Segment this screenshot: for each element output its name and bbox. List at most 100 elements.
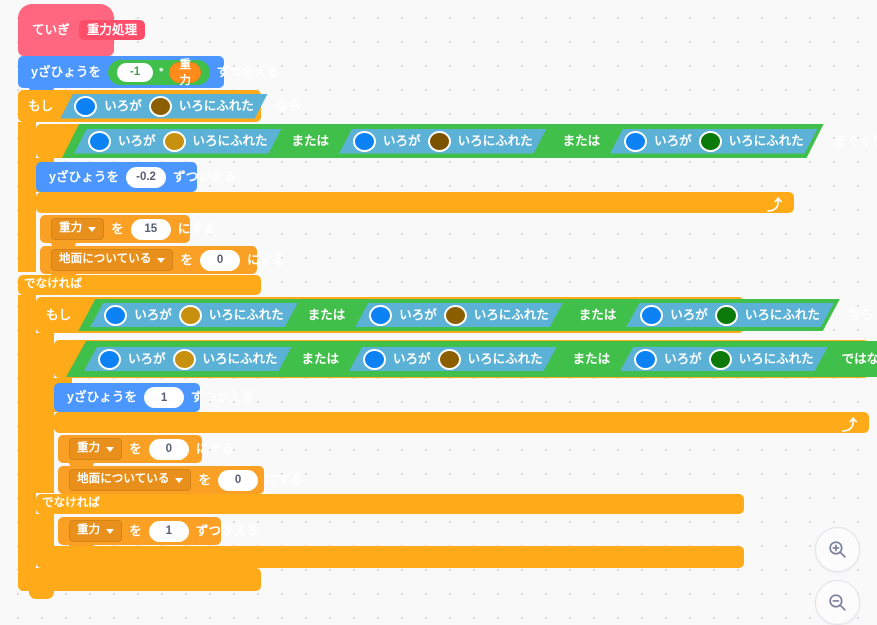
repeat-until-2-footer[interactable]: ⤴ (54, 412, 869, 434)
set-ground-0-block-a[interactable]: 地面についている を 0 にする (40, 246, 285, 280)
define-hat-block[interactable]: ていぎ 重力処理 (18, 4, 146, 63)
change-suffix-label: ずつかえる (195, 523, 259, 538)
if-inner-keyword-label: もし (46, 307, 72, 322)
set-suffix-label: にする (247, 252, 286, 267)
ground-variable-dropdown[interactable]: 地面についている (69, 469, 192, 491)
if-outer-footer[interactable] (18, 568, 261, 591)
color-swatch-green-icon[interactable] (699, 131, 722, 152)
if-inner-header[interactable]: もし いろが いろにふれた または いろが いろにふれた または (36, 297, 873, 333)
or-label-1: または (291, 133, 330, 148)
or-label-2: または (572, 351, 611, 366)
condition-tail-label: いろにふれた (178, 98, 254, 113)
set-gravity-15-block[interactable]: 重力 を 15 にする (40, 215, 216, 249)
color-swatch-brown-icon[interactable] (444, 305, 467, 326)
color-swatch-blue-icon[interactable] (88, 131, 111, 152)
if-inner-else-bar[interactable]: でなければ (36, 494, 744, 514)
repeat-2-term-1-touching-color[interactable]: いろが いろにふれた (84, 347, 292, 371)
set-ground-value-input[interactable]: 0 (218, 469, 259, 491)
if-inner-or-condition-outer[interactable]: いろが いろにふれた または いろが いろにふれた または いろが いろにふれた (78, 299, 840, 331)
dropdown-label: 重力 (59, 222, 83, 235)
chevron-down-icon[interactable] (175, 477, 184, 483)
multiply-operator-block[interactable]: -1 * 重力 (108, 59, 210, 87)
color-swatch-blue-icon[interactable] (98, 349, 121, 370)
color-swatch-brown-icon[interactable] (428, 131, 451, 152)
or-label-1: または (307, 307, 346, 322)
term-tail-label: いろにふれた (473, 307, 549, 322)
change-y-value-input[interactable]: 1 (144, 387, 185, 408)
color-swatch-blue-icon[interactable] (363, 349, 386, 370)
repeat-1-term-3-touching-color[interactable]: いろが いろにふれた (610, 129, 818, 154)
repeat-2-term-2-touching-color[interactable]: いろが いろにふれた (349, 347, 557, 371)
if-inner-term-1-touching-color[interactable]: いろが いろにふれた (90, 303, 298, 327)
dropdown-label: 地面についている (77, 473, 170, 486)
term-mid-label: いろが (664, 351, 702, 366)
if-outer-condition-touching-color[interactable]: いろが いろにふれた (60, 94, 268, 119)
repeat-2-or-condition-outer[interactable]: いろが いろにふれた または いろが いろにふれた または いろが (72, 343, 834, 375)
term-mid-label: いろが (134, 307, 172, 322)
term-mid-label: いろが (654, 133, 692, 148)
color-swatch-blue-icon[interactable] (353, 131, 376, 152)
repeat-1-or-condition-inner[interactable]: いろが いろにふれた または いろが いろにふれた (68, 126, 553, 156)
gravity-variable-dropdown[interactable]: 重力 (51, 218, 105, 240)
color-swatch-blue-icon[interactable] (104, 305, 127, 326)
ground-variable-dropdown[interactable]: 地面についている (51, 249, 174, 271)
repeat-1-or-condition-outer[interactable]: いろが いろにふれた または いろが いろにふれた または いろが いろにふれた (62, 124, 824, 158)
color-swatch-blue-icon[interactable] (640, 305, 663, 326)
gravity-variable-dropdown[interactable]: 重力 (69, 438, 123, 460)
chevron-down-icon[interactable] (88, 226, 97, 232)
if-inner-or-condition-inner[interactable]: いろが いろにふれた または いろが いろにふれた (84, 301, 569, 329)
set-gravity-value-input[interactable]: 15 (130, 218, 171, 240)
chevron-down-icon[interactable] (106, 528, 115, 534)
color-swatch-blue-icon[interactable] (624, 131, 647, 152)
change-gravity-value-input[interactable]: 1 (148, 520, 189, 542)
define-procedure-name[interactable]: 重力処理 (78, 19, 146, 41)
change-y-by-block-inner-1[interactable]: yざひょうを -0.2 ずつかえる (36, 162, 236, 198)
color-swatch-blue-icon[interactable] (634, 349, 657, 370)
term-tail-label: いろにふれた (728, 133, 804, 148)
change-gravity-by-1-block[interactable]: 重力 を 1 ずつかえる (58, 517, 258, 551)
color-swatch-gold-icon[interactable] (173, 349, 196, 370)
set-suffix-label: にする (177, 221, 216, 236)
color-swatch-green-icon[interactable] (709, 349, 732, 370)
change-y-by-block[interactable]: yざひょうを -1 * 重力 ずつかえる (18, 56, 279, 94)
zoom-in-icon (829, 541, 846, 558)
repeat-2-term-3-touching-color[interactable]: いろが いろにふれた (620, 347, 828, 371)
set-gravity-value-input[interactable]: 0 (148, 438, 189, 460)
color-swatch-blue-icon[interactable] (369, 305, 392, 326)
gravity-variable-oval[interactable]: 重力 (169, 59, 201, 87)
not-operator-block[interactable]: いろが いろにふれた または いろが いろにふれた または いろが (66, 341, 877, 377)
color-swatch-blue-icon[interactable] (74, 96, 97, 117)
color-swatch-green-icon[interactable] (715, 305, 738, 326)
set-gravity-0-block[interactable]: 重力 を 0 にする (58, 435, 234, 469)
set-ground-0-block-b[interactable]: 地面についている を 0 にする (58, 466, 303, 500)
set-ground-value-input[interactable]: 0 (200, 249, 241, 271)
change-y-suffix-label: ずつかえる (173, 169, 236, 184)
color-swatch-brown-icon[interactable] (149, 96, 172, 117)
repeat-until-1-header[interactable]: いろが いろにふれた または いろが いろにふれた または いろが いろにふれた (36, 124, 877, 158)
change-y-by-block-inner-2[interactable]: yざひょうを 1 ずつかえる (54, 383, 254, 418)
if-outer-header[interactable]: もし いろが いろにふれた なら (18, 90, 301, 122)
color-swatch-gold-icon[interactable] (179, 305, 202, 326)
if-inner-term-3-touching-color[interactable]: いろが いろにふれた (626, 303, 834, 327)
change-y-value-input[interactable]: -0.2 (126, 166, 167, 188)
repeat-1-term-1-touching-color[interactable]: いろが いろにふれた (74, 129, 282, 154)
multiply-left-input[interactable]: -1 (117, 62, 154, 82)
if-outer-else-bar[interactable]: でなければ (18, 275, 261, 295)
chevron-down-icon[interactable] (157, 257, 166, 263)
gravity-variable-dropdown[interactable]: 重力 (69, 520, 123, 542)
condition-mid-label: いろが (104, 98, 142, 113)
color-swatch-brown-icon[interactable] (438, 349, 461, 370)
repeat-until-2-header[interactable]: いろが いろにふれた または いろが いろにふれた または いろが (54, 340, 869, 378)
chevron-down-icon[interactable] (106, 446, 115, 452)
repeat-1-term-2-touching-color[interactable]: いろが いろにふれた (339, 129, 547, 154)
dropdown-label: 重力 (77, 524, 101, 537)
repeat-2-or-condition-inner[interactable]: いろが いろにふれた または いろが いろにふれた (78, 345, 563, 373)
dropdown-label: 重力 (77, 442, 101, 455)
if-inner-term-2-touching-color[interactable]: いろが いろにふれた (355, 303, 563, 327)
color-swatch-gold-icon[interactable] (163, 131, 186, 152)
if-outer-else-spine (18, 295, 36, 571)
repeat-until-1-footer[interactable]: ⤴ (36, 192, 794, 214)
if-inner-footer[interactable] (36, 546, 744, 568)
zoom-in-button[interactable] (815, 527, 860, 572)
